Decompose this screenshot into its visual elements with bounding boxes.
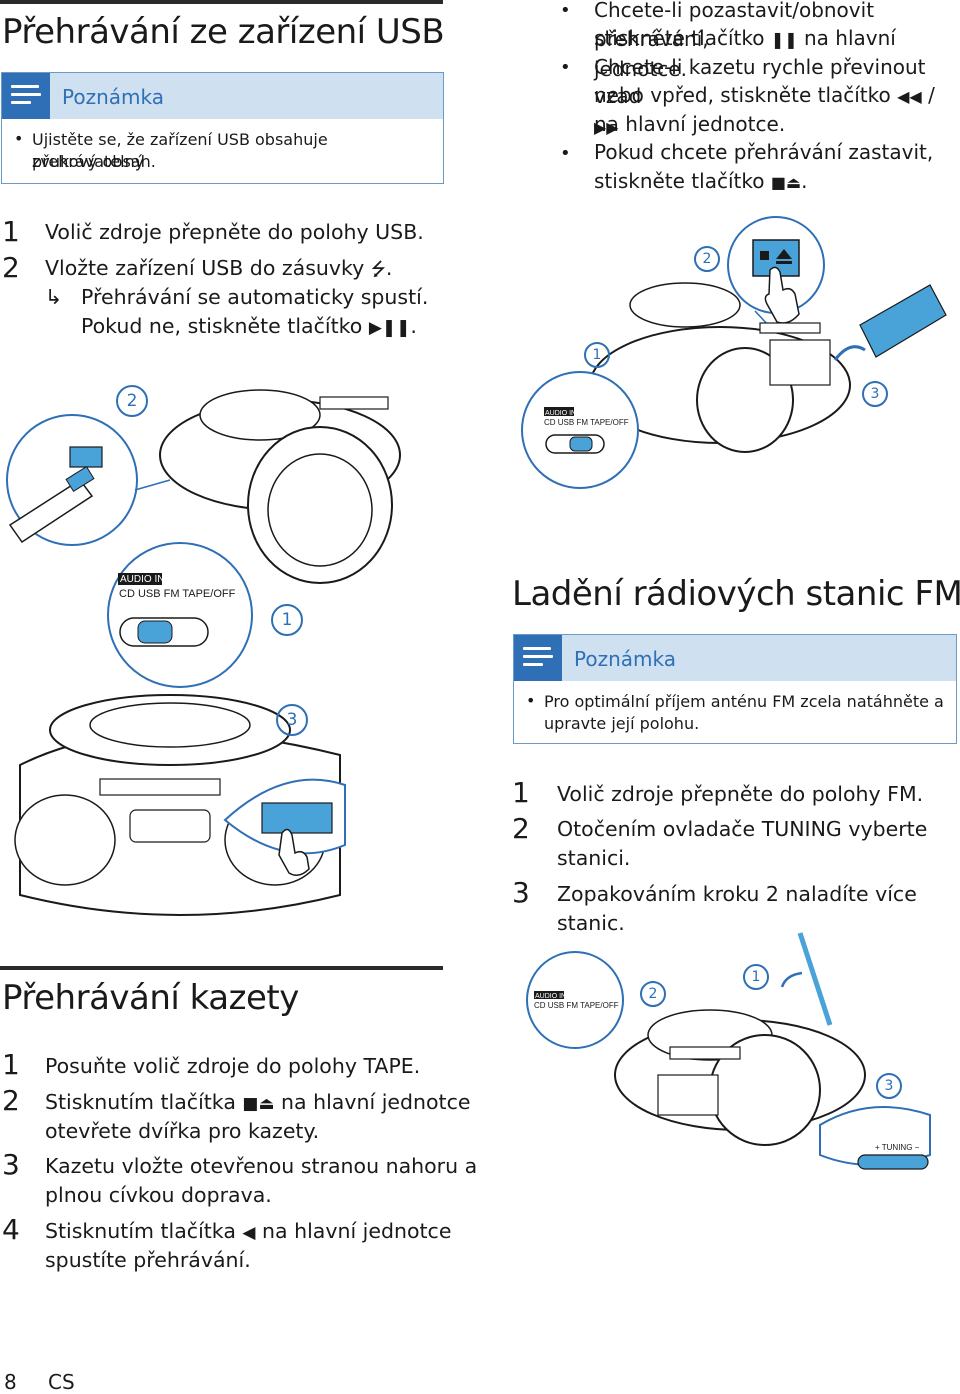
tape-step-4: Stisknutím tlačítka ◀ na hlavní jednotce — [45, 1219, 452, 1243]
step-number: 1 — [2, 215, 20, 248]
forward-icon: ▶▶ — [594, 117, 619, 137]
pause-icon: ❚❚ — [770, 30, 798, 49]
rewind-icon: ◀◀ — [897, 87, 922, 106]
tip-1-line-2: stiskněte tlačítko ❚❚ na hlavní jednotce… — [594, 26, 896, 81]
note-icon — [2, 73, 50, 119]
tip-1-line-1: Chcete-li pozastavit/obnovit přehrávání, — [594, 0, 875, 51]
usb-icon: ⭍ — [370, 259, 386, 280]
tip-2-line-2: nebo vpřed, stiskněte tlačítko ◀◀ / ▶▶ — [594, 83, 935, 137]
fm-note-box: Poznámka • Pro optimální příjem anténu F… — [513, 634, 957, 744]
tip-2-line-3: na hlavní jednotce. — [594, 112, 786, 136]
step-number: 4 — [2, 1213, 20, 1246]
mode-labels: CD USB FM TAPE/OFF — [544, 418, 629, 427]
note-title: Poznámka — [574, 647, 676, 671]
callout-3: 3 — [862, 381, 888, 407]
mode-labels: CD USB FM TAPE/OFF — [534, 1001, 619, 1010]
usb-key: USB — [375, 220, 418, 244]
mode-labels: CD USB FM TAPE/OFF — [119, 588, 236, 600]
usb-result-line-1: Přehrávání se automaticky spustí. — [81, 285, 429, 309]
step-number: 3 — [512, 876, 530, 909]
note-bullet: • — [526, 691, 536, 710]
play-pause-icon: ▶❚❚ — [368, 318, 411, 338]
tip-2-line-1: Chcete-li kazetu rychle převinout vzad — [594, 55, 926, 108]
bullet: • — [560, 0, 571, 21]
note-icon — [514, 635, 562, 681]
note-header — [514, 635, 956, 681]
tip-3-line-2: stiskněte tlačítko ■⏏. — [594, 169, 808, 193]
language-code: CS — [48, 1370, 75, 1394]
tape-step-1: Posuňte volič zdroje do polohy TAPE. — [45, 1054, 421, 1078]
tape-step-2-line-2: otevřete dvířka pro kazety. — [45, 1119, 320, 1143]
tape-step-4-line-2: spustíte přehrávání. — [45, 1248, 251, 1272]
usb-note-box: Poznámka • Ujistěte se, že zařízení USB … — [1, 72, 444, 184]
note-line: upravte její polohu. — [544, 714, 700, 733]
callout-1: 1 — [584, 342, 610, 368]
callout-2: 2 — [116, 385, 148, 417]
callout-1: 1 — [743, 964, 769, 990]
fm-illustration: AUDIO IN CD USB FM TAPE/OFF + TUNING − — [526, 932, 931, 1170]
tape-step-3-line-1: Kazetu vložte otevřenou stranou nahoru a — [45, 1154, 478, 1178]
cassette-illustration: AUDIO IN CD USB FM TAPE/OFF — [521, 216, 947, 489]
step-number: 2 — [512, 812, 530, 845]
play-icon: ◀ — [242, 1223, 256, 1243]
step-number: 1 — [2, 1048, 20, 1081]
bullet: • — [560, 57, 571, 78]
stop-eject-icon: ■⏏ — [242, 1094, 275, 1114]
usb-result-line-2: Pokud ne, stiskněte tlačítko ▶❚❚. — [81, 314, 417, 338]
tuning-label: + TUNING − — [875, 1143, 920, 1152]
tape-step-3-line-2: plnou cívkou doprava. — [45, 1183, 272, 1207]
page-number: 8 — [4, 1370, 17, 1394]
note-title: Poznámka — [62, 85, 164, 109]
callout-2: 2 — [694, 246, 720, 272]
step-number: 2 — [2, 251, 20, 284]
step-number: 3 — [2, 1148, 20, 1181]
note-bullet: • — [14, 129, 24, 148]
audio-in-label: AUDIO IN — [535, 993, 566, 1000]
callout-1: 1 — [271, 604, 303, 636]
callout-2: 2 — [640, 981, 666, 1007]
usb-heading: Přehrávání ze zařízení USB — [2, 12, 445, 52]
section-rule-usb — [0, 0, 443, 4]
step-number: 1 — [512, 776, 530, 809]
fm-step-3: Zopakováním kroku 2 naladíte více stanic… — [557, 882, 917, 935]
audio-in-label: AUDIO IN — [545, 410, 576, 417]
usb-illustration: AUDIO IN CD USB FM TAPE/OFF — [6, 389, 401, 916]
fm-step-1: Volič zdroje přepněte do polohy FM. — [557, 782, 924, 806]
callout-3: 3 — [876, 1073, 902, 1099]
result-arrow: ↳ — [45, 285, 63, 309]
stop-eject-icon: ■⏏ — [770, 173, 802, 192]
bullet: • — [560, 143, 571, 164]
usb-step-2: Vložte zařízení USB do zásuvky ⭍. — [45, 256, 393, 280]
fm-step-2: Otočením ovladače TUNING vyberte — [557, 817, 928, 841]
usb-step-1: Volič zdroje přepněte do polohy USB. — [45, 220, 424, 244]
audio-in-label: AUDIO IN — [120, 574, 164, 585]
note-line: Pro optimální příjem anténu FM zcela nat… — [544, 692, 944, 711]
section-rule-tape — [0, 966, 443, 970]
tip-3-line-1: Pokud chcete přehrávání zastavit, — [594, 140, 934, 164]
note-line: Ujistěte se, že zařízení USB obsahuje př… — [32, 130, 328, 171]
fm-step-2-line-2: stanici. — [557, 846, 631, 870]
fm-heading: Ladění rádiových stanic FM — [512, 574, 960, 614]
note-header — [2, 73, 443, 119]
callout-3: 3 — [276, 704, 308, 736]
step-number: 2 — [2, 1084, 20, 1117]
tape-step-2: Stisknutím tlačítka ■⏏ na hlavní jednotc… — [45, 1090, 471, 1114]
tape-heading: Přehrávání kazety — [2, 978, 299, 1018]
note-line: zvukový obsah. — [32, 152, 156, 171]
